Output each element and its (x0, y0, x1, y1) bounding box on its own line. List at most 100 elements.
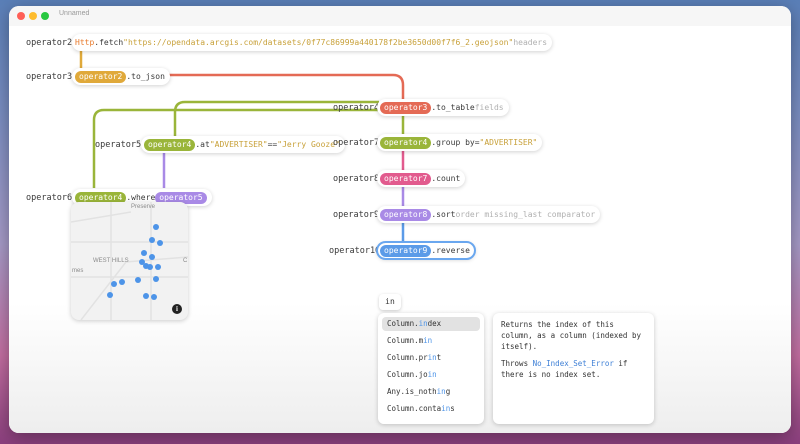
node-op7-ref[interactable]: operator4 (380, 136, 432, 149)
app-window: Unnamed operator2 Http .fetch "https://o… (9, 6, 791, 433)
map-marker[interactable] (111, 281, 117, 287)
map-label-c: C (183, 258, 188, 264)
doc-throws: Throws No_Index_Set_Error if there is no… (501, 358, 646, 380)
node-op4-varname: operator4 (333, 103, 380, 113)
node-op6-ref2[interactable]: operator5 (155, 191, 207, 204)
suggestion-match: in (436, 387, 446, 396)
suggestion-item[interactable]: Column.join (382, 368, 480, 382)
doc-text: Throws (501, 359, 533, 368)
node-op4-extra: fields (474, 103, 504, 112)
documentation-panel: Returns the index of this column, as a c… (493, 313, 654, 424)
suggestion-text: Column.m (387, 336, 424, 345)
node-op9-ref[interactable]: operator8 (380, 208, 432, 221)
maximize-window-button[interactable] (41, 12, 49, 20)
doc-description: Returns the index of this column, as a c… (501, 320, 641, 351)
node-op2-url: "https://opendata.arcgis.com/datasets/0f… (123, 38, 514, 47)
suggestion-text: Column.pr (387, 353, 428, 362)
node-op9-varname: operator9 (333, 210, 380, 220)
component-search-input[interactable]: in (379, 294, 401, 310)
close-window-button[interactable] (17, 12, 25, 20)
minimize-window-button[interactable] (29, 12, 37, 20)
map-marker[interactable] (135, 277, 141, 283)
map-marker[interactable] (149, 237, 155, 243)
suggestion-text: Column.conta (387, 404, 442, 413)
node-op5-varname: operator5 (95, 140, 142, 150)
node-op4-ref[interactable]: operator3 (380, 101, 432, 114)
map-marker[interactable] (119, 279, 125, 285)
map-marker[interactable] (149, 254, 155, 260)
map-marker[interactable] (143, 293, 149, 299)
suggestion-list: Column.index Column.min Column.print Col… (378, 313, 484, 424)
node-op6-varname: operator6 (26, 193, 73, 203)
node-op3-ref[interactable]: operator2 (75, 70, 127, 83)
suggestion-text: t (436, 353, 442, 362)
node-op8-rest: .count (431, 174, 461, 183)
graph-canvas[interactable]: operator2 Http .fetch "https://opendata.… (9, 26, 791, 433)
node-op10-varname: operator10 (329, 246, 381, 256)
node-op7-rest: .group by= (431, 138, 480, 147)
node-op4-rest: .to_table (431, 103, 475, 112)
edge-op4-op5 (173, 100, 379, 139)
title-bar: Unnamed (9, 6, 791, 26)
map-marker[interactable] (151, 294, 157, 300)
suggestion-text: s (450, 404, 455, 413)
node-op5[interactable]: operator4 .at "ADVERTISER" == "Jerry Goo… (141, 136, 345, 153)
node-op10[interactable]: operator9 .reverse (376, 241, 476, 260)
suggestion-match: in (427, 370, 437, 379)
node-op6-ref[interactable]: operator4 (75, 191, 127, 204)
node-op2-varname: operator2 (26, 38, 73, 48)
map-preview[interactable]: Preserve WEST HILLS C mes i (71, 202, 188, 320)
map-marker[interactable] (153, 276, 159, 282)
suggestion-text: g (445, 387, 451, 396)
node-op7-varname: operator7 (333, 138, 380, 148)
node-op2[interactable]: Http .fetch "https://opendata.arcgis.com… (72, 34, 553, 51)
node-op10-ref[interactable]: operator9 (380, 244, 432, 257)
map-label-mes: mes (72, 268, 84, 274)
connection-edges (79, 48, 405, 245)
node-op6[interactable]: operator4 .where operator5 (72, 189, 212, 206)
suggestion-match: in (418, 319, 428, 328)
node-op5-op: == (267, 140, 278, 149)
node-op3[interactable]: operator2 .to_json (72, 68, 170, 85)
map-marker[interactable] (147, 264, 153, 270)
map-marker[interactable] (155, 264, 161, 270)
suggestion-item[interactable]: Column.index (382, 317, 480, 331)
node-op8-varname: operator8 (333, 174, 380, 184)
node-op7[interactable]: operator4 .group by= "ADVERTISER" (377, 134, 543, 151)
node-op8[interactable]: operator7 .count (377, 170, 466, 187)
node-op10-rest: .reverse (431, 246, 470, 255)
map-label-preserve: Preserve (131, 204, 156, 210)
node-op9-extra: order missing_last comparator (455, 210, 596, 219)
node-op5-ref[interactable]: operator4 (144, 138, 196, 151)
info-icon[interactable]: i (172, 304, 182, 314)
node-op6-rest: .where (126, 193, 156, 202)
node-op8-ref[interactable]: operator7 (380, 172, 432, 185)
map-marker[interactable] (107, 292, 113, 298)
suggestion-text: Any.is_noth (387, 387, 437, 396)
edge-op4-op6 (92, 108, 379, 188)
node-op5-rest: .at (195, 140, 210, 149)
suggestion-item[interactable]: Column.contains (382, 402, 480, 416)
map-marker[interactable] (153, 224, 159, 230)
map-marker[interactable] (139, 259, 145, 265)
suggestion-item[interactable]: Column.print (382, 351, 480, 365)
window-title: Unnamed (59, 10, 90, 17)
doc-text: if there is no index set. (501, 359, 628, 379)
suggestion-item[interactable]: Any.is_nothing (382, 385, 480, 399)
node-op2-prefix: Http (75, 38, 95, 47)
suggestion-item[interactable]: Column.min (382, 334, 480, 348)
map-marker[interactable] (141, 250, 147, 256)
node-op3-varname: operator3 (26, 72, 73, 82)
suggestion-match: in (427, 353, 437, 362)
map-label-west-hills: WEST HILLS (93, 258, 129, 264)
suggestion-text: dex (427, 319, 442, 328)
doc-error-link[interactable]: No_Index_Set_Error (532, 359, 614, 368)
node-op2-method: .fetch (94, 38, 124, 47)
map-marker[interactable] (157, 240, 163, 246)
map-roads (71, 202, 188, 320)
edge-op3-op4 (119, 73, 405, 103)
node-op9-rest: .sort (431, 210, 456, 219)
map-marker[interactable] (143, 263, 149, 269)
node-op9[interactable]: operator8 .sort order missing_last compa… (377, 206, 601, 223)
node-op4[interactable]: operator3 .to_table fields (377, 99, 509, 116)
